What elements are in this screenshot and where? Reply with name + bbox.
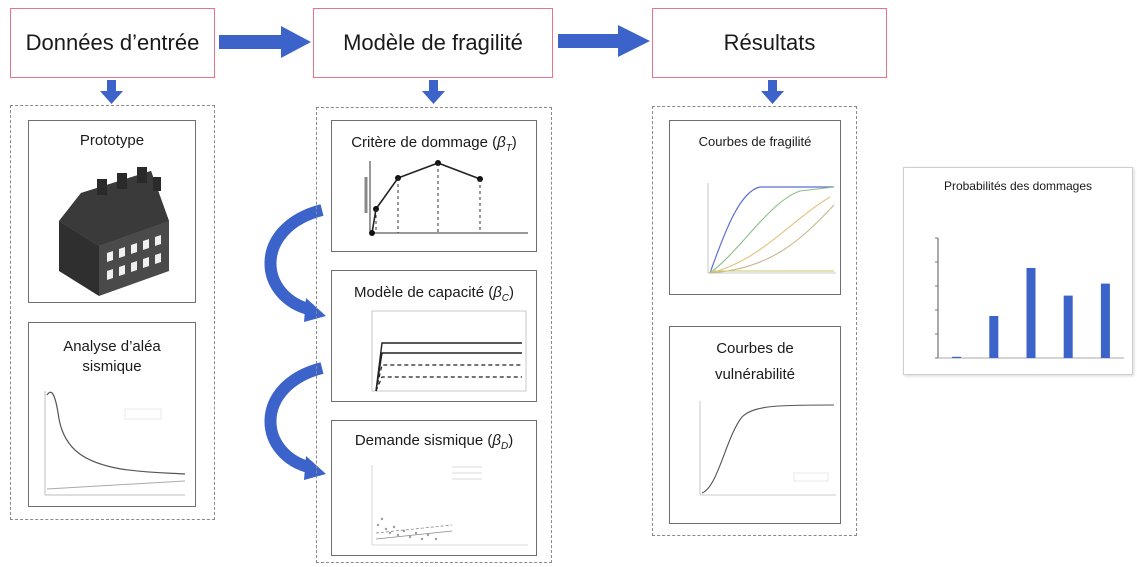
hazard-curve-chart xyxy=(44,391,186,496)
inputs-container xyxy=(10,105,215,520)
arrow-inputs-to-model xyxy=(219,26,311,58)
beta-d-subscript: D xyxy=(500,441,509,452)
hazard-card: Analyse d’aléa sismique xyxy=(28,322,196,507)
header-model-label: Modèle de fragilité xyxy=(343,30,523,55)
probability-bar xyxy=(1026,268,1036,358)
seismic-demand-chart xyxy=(371,465,528,546)
header-results: Résultats xyxy=(652,8,887,78)
results-container xyxy=(652,106,857,536)
capacity-model-card: Modèle de capacité (βC) xyxy=(331,270,537,402)
beta-t-symbol: β xyxy=(497,134,506,151)
probability-bar xyxy=(989,316,999,358)
building-icon xyxy=(59,167,169,296)
probability-bar xyxy=(952,356,962,358)
curved-arrow-capacity-to-demand xyxy=(264,362,326,480)
hazard-title: Analyse d’aléa sismique xyxy=(29,337,195,378)
beta-d-symbol: β xyxy=(492,432,501,449)
damage-probabilities-chart xyxy=(935,237,1124,359)
damage-criterion-close: ) xyxy=(511,134,517,151)
seismic-demand-card: Demande sismique (βD) xyxy=(331,420,537,556)
header-model: Modèle de fragilité xyxy=(313,8,553,78)
probability-bar xyxy=(1063,295,1073,358)
vulnerability-curves-card: Courbes de vulnérabilité xyxy=(669,326,841,524)
prototype-title: Prototype xyxy=(79,132,145,149)
beta-c-subscript: C xyxy=(501,293,510,304)
damage-criterion-chart xyxy=(364,160,528,236)
arrow-down-inputs xyxy=(100,80,123,104)
header-results-label: Résultats xyxy=(723,30,816,55)
header-inputs: Données d’entrée xyxy=(10,8,215,78)
damage-probabilities-card: Probabilités des dommages xyxy=(903,167,1133,375)
arrow-down-results xyxy=(761,80,784,104)
arrow-down-model xyxy=(422,80,445,104)
hazard-title-line2: sismique xyxy=(82,358,142,376)
arrow-model-to-results xyxy=(558,25,650,57)
vulnerability-title-line1: Courbes de xyxy=(716,340,794,357)
capacity-curve-chart xyxy=(371,310,527,392)
curved-arrow-damage-to-capacity xyxy=(264,204,326,322)
capacity-model-label: Modèle de capacité ( xyxy=(353,284,494,301)
prototype-card: Prototype xyxy=(28,120,196,303)
beta-c-symbol: β xyxy=(493,284,502,301)
vulnerability-curve-chart xyxy=(699,401,836,496)
damage-criterion-title: Critère de dommage (βT) xyxy=(332,133,536,156)
model-container xyxy=(316,107,552,563)
seismic-demand-label: Demande sismique ( xyxy=(354,432,493,449)
vulnerability-curves-title: Courbes de vulnérabilité xyxy=(670,339,840,386)
damage-probabilities-title: Probabilités des dommages xyxy=(943,179,1093,193)
header-inputs-label: Données d’entrée xyxy=(25,30,200,55)
fragility-curves-title: Courbes de fragilité xyxy=(698,134,812,149)
beta-t-subscript: T xyxy=(505,143,512,154)
seismic-demand-close: ) xyxy=(508,432,514,449)
capacity-model-close: ) xyxy=(509,284,515,301)
probability-bar xyxy=(1100,283,1110,358)
fragility-curves-card: Courbes de fragilité xyxy=(669,120,841,295)
damage-criterion-label: Critère de dommage ( xyxy=(351,134,498,151)
hazard-title-line1: Analyse d’aléa xyxy=(63,338,161,355)
vulnerability-title-line2: vulnérabilité xyxy=(714,366,796,384)
seismic-demand-title: Demande sismique (βD) xyxy=(332,431,536,454)
damage-criterion-card: Critère de dommage (βT) xyxy=(331,120,537,252)
fragility-curves-chart xyxy=(707,183,836,274)
capacity-model-title: Modèle de capacité (βC) xyxy=(332,283,536,306)
